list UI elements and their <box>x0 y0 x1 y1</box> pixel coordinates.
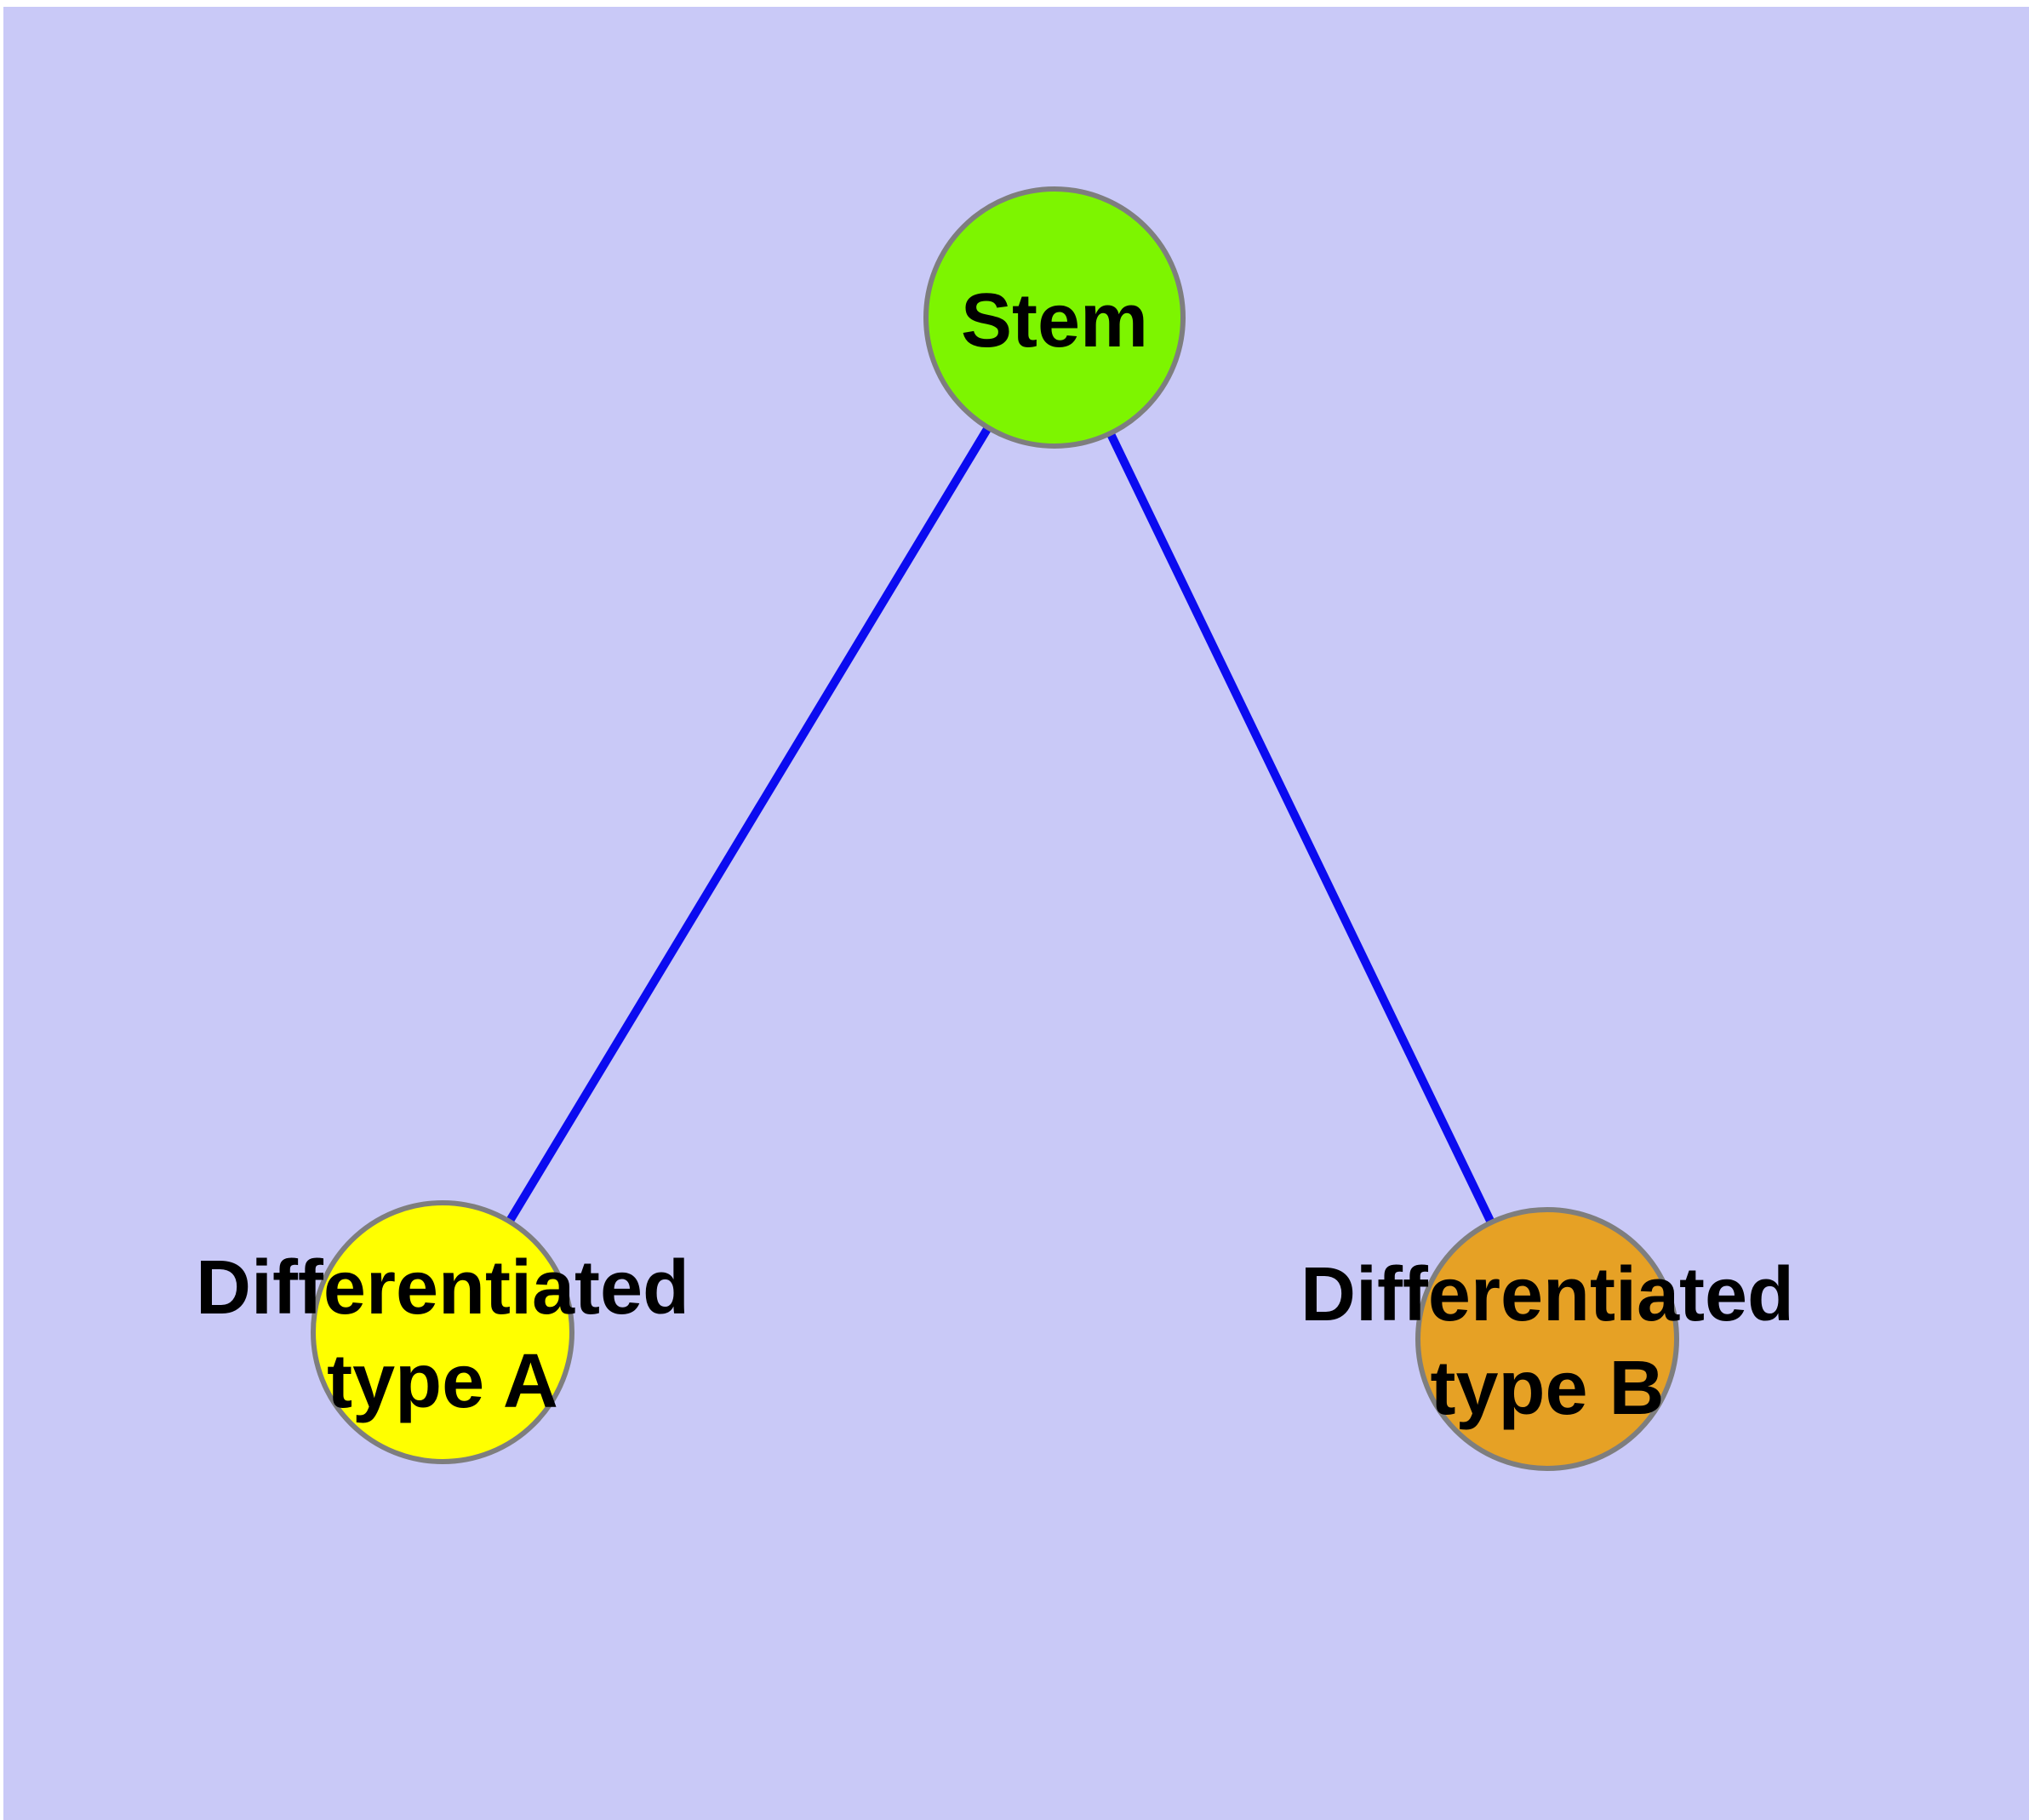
edge-stem-to-type-a <box>438 315 1059 1335</box>
node-differentiated-type-b <box>1415 1207 1679 1471</box>
node-type-a-label-line1: Differentiated <box>196 1245 689 1331</box>
node-stem-label: Stem <box>961 278 1148 363</box>
edge-stem-to-type-b <box>1050 315 1552 1342</box>
node-type-b-label-line2: type B <box>1430 1346 1664 1431</box>
node-differentiated-type-a <box>311 1200 574 1464</box>
node-type-b-label-line1: Differentiated <box>1300 1252 1794 1337</box>
node-type-a-label-line2: type A <box>327 1339 558 1424</box>
node-stem <box>923 186 1186 449</box>
